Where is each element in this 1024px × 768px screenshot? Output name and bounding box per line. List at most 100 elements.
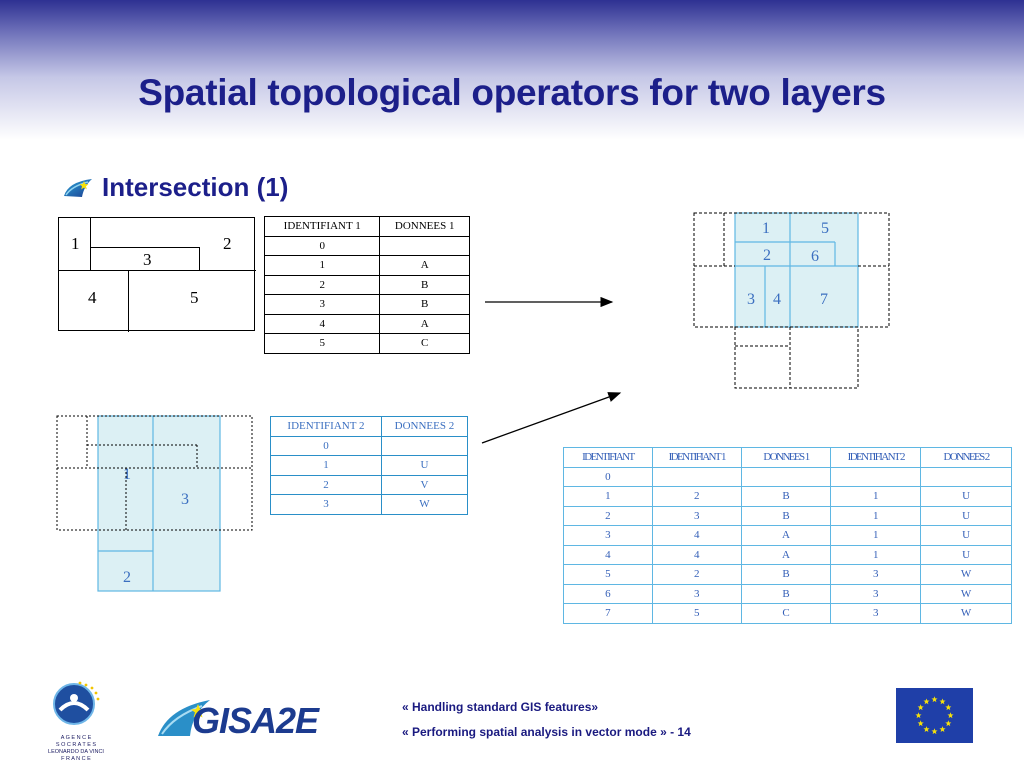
eu-star-icon <box>931 696 938 703</box>
table-cell: 1 <box>830 505 922 526</box>
table-cell: B <box>740 583 832 604</box>
table-cell: 2 <box>651 564 742 585</box>
column-header: DONNEES 2 <box>380 416 469 437</box>
table-cell: W <box>920 564 1012 585</box>
eu-star-icon <box>947 712 954 719</box>
socrates-globe-icon <box>53 681 100 725</box>
table-cell: 6 <box>563 583 653 604</box>
column-header: DONNEES 1 <box>740 447 832 468</box>
gisa2e-logo: GISA2E <box>158 700 321 741</box>
table-cell: 1 <box>830 486 922 507</box>
table-cell: W <box>920 583 1012 604</box>
column-header: IDENTIFIANT 2 <box>270 416 382 437</box>
table-cell: 4 <box>651 544 742 565</box>
table-cell: A <box>740 544 832 565</box>
agency-line: LEONARDO DA VINCI <box>48 749 104 755</box>
table-cell: 3 <box>830 583 922 604</box>
eu-star-icon <box>917 720 924 727</box>
result-map: 1 5 2 6 3 4 7 <box>693 212 890 389</box>
eu-star-icon <box>923 726 930 732</box>
table-cell: 2 <box>270 474 382 495</box>
table-cell: 4 <box>563 544 653 565</box>
table-cell: 1 <box>563 486 653 507</box>
table-cell: 2 <box>563 505 653 526</box>
eu-star-icon <box>945 704 952 711</box>
column-header: IDENTIFIANT 2 <box>830 447 922 468</box>
slide-title: Spatial topological operators for two la… <box>138 72 886 113</box>
table-cell <box>920 466 1012 487</box>
table-cell: 3 <box>651 583 742 604</box>
table-cell: 3 <box>563 525 653 546</box>
table-cell: 3 <box>651 505 742 526</box>
table-cell: 3 <box>830 603 922 624</box>
table-cell: 1 <box>830 544 922 565</box>
eu-star-icon <box>945 720 952 727</box>
table-cell: U <box>920 486 1012 507</box>
result-label: 6 <box>811 248 819 265</box>
table-cell: 0 <box>270 435 382 456</box>
column-header: DONNEES 2 <box>920 447 1012 468</box>
eu-star-icon <box>939 698 946 705</box>
result-label: 2 <box>763 247 771 264</box>
result-label: 5 <box>821 220 829 237</box>
table-cell: 3 <box>270 494 382 515</box>
header-gradient <box>0 0 1024 140</box>
table-cell: B <box>740 486 832 507</box>
table-cell: U <box>920 544 1012 565</box>
table-cell: 2 <box>651 486 742 507</box>
section-title: Intersection (1) <box>102 172 289 202</box>
table-cell: 1 <box>270 455 382 476</box>
table-cell: 7 <box>563 603 653 624</box>
result-label: 1 <box>762 220 770 237</box>
eu-star-icon <box>917 704 924 711</box>
table-cell: A <box>740 525 832 546</box>
eu-star-icon <box>915 712 922 719</box>
agency-line: A G E N C E <box>60 735 92 741</box>
layer2-map: 1 3 2 <box>56 415 253 592</box>
arrow-up-right <box>481 392 622 444</box>
table-cell: 3 <box>830 564 922 585</box>
table-row: 0 <box>270 435 469 456</box>
intersection-result-table: IDENTIFIANT IDENTIFIANT 1 DONNEES 1 IDEN… <box>563 447 1012 624</box>
table-cell <box>380 435 469 456</box>
result-label: 3 <box>747 291 755 308</box>
table-cell: 5 <box>563 564 653 585</box>
comet-bullet-icon <box>64 178 92 197</box>
column-header: DONNEES 1 <box>379 216 470 237</box>
table-cell: U <box>920 525 1012 546</box>
layer1-map: 1 2 3 4 5 <box>58 217 256 332</box>
footer-line-1: « Handling standard GIS features» <box>402 700 599 714</box>
eu-star-icon <box>931 728 938 735</box>
column-header: IDENTIFIANT 1 <box>651 447 742 468</box>
agence-socrates-logo: A G E N C E S O C R A T E S LEONARDO DA … <box>48 680 104 764</box>
table-cell: 1 <box>830 525 922 546</box>
layer1-label: 2 <box>223 234 232 253</box>
layer1-label: 5 <box>190 288 199 307</box>
layer1-label: 4 <box>88 288 97 307</box>
table-cell: B <box>740 505 832 526</box>
table-cell <box>740 466 832 487</box>
table-cell: U <box>920 505 1012 526</box>
table-cell: W <box>920 603 1012 624</box>
layer2-label: 2 <box>123 569 131 586</box>
agency-line: S O C R A T E S <box>55 742 97 748</box>
table-cell: 0 <box>563 466 653 487</box>
table-cell: C <box>379 333 470 354</box>
table-cell: B <box>740 564 832 585</box>
column-header: IDENTIFIANT <box>563 447 653 468</box>
eu-flag-icon <box>896 688 973 743</box>
table-cell: 5 <box>263 333 381 354</box>
table-cell: 4 <box>651 525 742 546</box>
